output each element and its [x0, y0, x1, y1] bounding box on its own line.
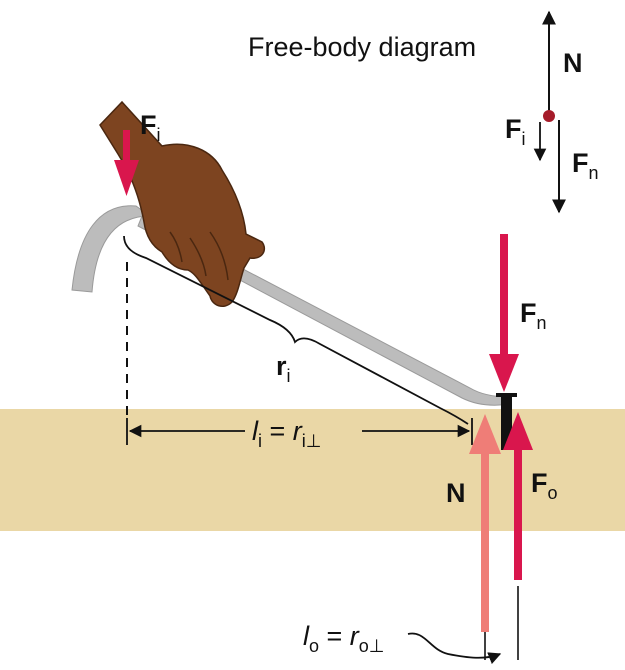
lever-arm-brace [123, 235, 469, 425]
nail-force-arrow [489, 234, 519, 392]
fbd-fn-label: Fn [572, 148, 599, 183]
fbd-point [543, 110, 555, 122]
nail [501, 394, 512, 450]
output-force-arrow [503, 412, 533, 580]
fbd-n-label: N [563, 48, 583, 78]
hand [99, 100, 266, 307]
floor-normal-label: N [446, 478, 466, 508]
fbd-fi-label: Fi [505, 114, 526, 149]
hand-force-label: Fi [140, 110, 161, 145]
floor-normal-arrow [469, 414, 501, 632]
input-distance-dimension [126, 418, 473, 445]
nail-head [496, 393, 517, 397]
output-force-label: Fo [531, 468, 558, 503]
input-distance-label: li = ri⊥ [252, 416, 321, 451]
input-force-arrow [114, 130, 139, 196]
nail-force-label: Fn [520, 298, 547, 333]
output-distance-label: lo = ro⊥ [303, 621, 385, 656]
crowbar [71, 205, 511, 406]
free-body-diagram [533, 10, 566, 214]
output-distance-dimension [407, 586, 519, 665]
fbd-title: Free-body diagram [248, 32, 476, 62]
lever-arm-label: ri [276, 351, 291, 386]
